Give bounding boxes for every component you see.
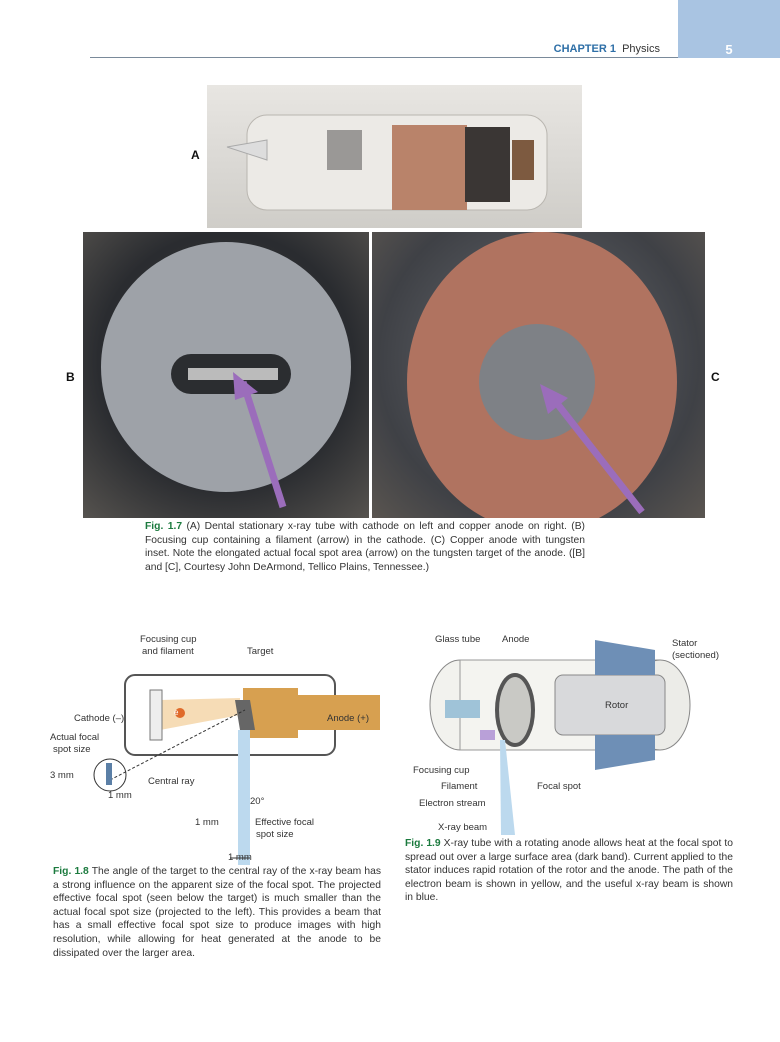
- label-effective-spot-size: spot size: [256, 829, 294, 840]
- chapter-tab: [678, 0, 780, 58]
- figure-label: Fig. 1.8: [53, 866, 89, 877]
- figure-label: Fig. 1.7: [145, 521, 183, 532]
- panel-label-a: A: [191, 148, 200, 162]
- label-filament: Filament: [441, 781, 478, 792]
- label-target: Target: [247, 646, 274, 657]
- label-sectioned: (sectioned): [672, 650, 719, 661]
- figure-1-8-diagram: Focusing cup and filament Target Cathode…: [50, 630, 380, 865]
- label-rotor: Rotor: [605, 700, 629, 711]
- label-focusing-cup: Focusing cup: [140, 634, 197, 645]
- panel-label-c: C: [711, 370, 720, 384]
- photo-xray-tube: [207, 85, 582, 228]
- chapter-title: Physics: [622, 43, 660, 55]
- caption-text: The angle of the target to the central r…: [53, 866, 381, 959]
- label-cathode: Cathode (–): [74, 713, 125, 724]
- label-effective-focal: Effective focal: [255, 817, 314, 828]
- label-1mm-c: 1 mm: [228, 852, 252, 863]
- label-3mm: 3 mm: [50, 770, 74, 781]
- figure-1-8-caption: Fig. 1.8 The angle of the target to the …: [53, 865, 381, 960]
- label-actual-focal: Actual focal: [50, 732, 100, 743]
- label-xray-beam: X-ray beam: [438, 822, 488, 833]
- figure-1-7-caption: Fig. 1.7 (A) Dental stationary x-ray tub…: [145, 520, 585, 574]
- figure-1-9-diagram: Glass tube Anode Stator (sectioned) Roto…: [405, 630, 735, 835]
- caption-text: X-ray tube with a rotating anode allows …: [405, 838, 733, 904]
- caption-text: (A) Dental stationary x-ray tube with ca…: [145, 521, 585, 573]
- label-1mm-b: 1 mm: [195, 817, 219, 828]
- copper-anode-illustration: [407, 232, 677, 518]
- label-electron: e: [174, 708, 179, 717]
- focal-spot-diagram: [93, 674, 380, 865]
- label-anode: Anode (+): [327, 713, 369, 724]
- label-1mm-a: 1 mm: [108, 790, 132, 801]
- label-and-filament: and filament: [142, 646, 194, 657]
- label-glass-tube: Glass tube: [435, 634, 481, 645]
- xray-tube-illustration: [226, 114, 548, 211]
- page-number: 5: [725, 42, 733, 57]
- header-rule: [90, 57, 678, 58]
- label-central-ray: Central ray: [148, 776, 195, 787]
- chapter-label: CHAPTER 1: [553, 43, 616, 55]
- label-angle: 20°: [250, 796, 265, 807]
- label-stator: Stator: [672, 638, 698, 649]
- label-focal-spot: Focal spot: [537, 781, 581, 792]
- label-spot-size: spot size: [53, 744, 91, 755]
- label-electron-stream: Electron stream: [419, 798, 486, 809]
- panel-label-b: B: [66, 370, 75, 384]
- photo-focusing-cup: [83, 232, 369, 518]
- figure-1-9-caption: Fig. 1.9 X-ray tube with a rotating anod…: [405, 837, 733, 905]
- label-focusing-cup: Focusing cup: [413, 765, 470, 776]
- running-header: CHAPTER 1 Physics: [480, 43, 660, 55]
- focusing-cup-illustration: [101, 242, 351, 509]
- label-anode: Anode: [502, 634, 530, 645]
- figure-label: Fig. 1.9: [405, 838, 441, 849]
- photo-copper-anode: [372, 232, 705, 518]
- rotating-anode-diagram: [429, 640, 691, 835]
